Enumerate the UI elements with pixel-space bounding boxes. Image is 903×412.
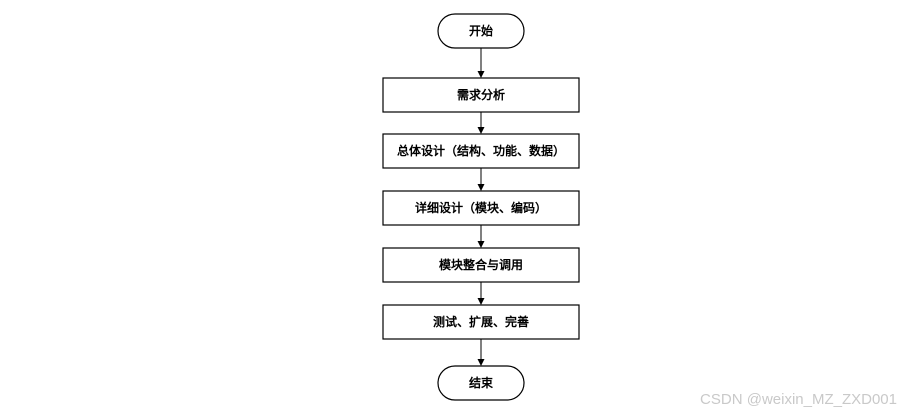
start-terminal: 开始: [437, 13, 525, 49]
node-label: 总体设计（结构、功能、数据）: [397, 143, 565, 158]
watermark: CSDN @weixin_MZ_ZXD001: [700, 391, 897, 408]
end-terminal: 结束: [437, 365, 525, 401]
node-label: 详细设计（模块、编码）: [415, 200, 547, 215]
terminal-shape: [437, 365, 525, 401]
node-label: 结束: [469, 375, 494, 390]
node-label: 测试、扩展、完善: [433, 314, 529, 329]
process-step-detailed-design: 详细设计（模块、编码）: [382, 190, 580, 226]
arrowhead: [477, 127, 485, 134]
process-step-integration: 模块整合与调用: [382, 247, 580, 283]
process-box: [382, 77, 580, 113]
node-label: 需求分析: [457, 87, 505, 102]
node-label: 模块整合与调用: [439, 257, 523, 272]
process-step-testing: 测试、扩展、完善: [382, 304, 580, 340]
process-box: [382, 133, 580, 169]
terminal-shape: [437, 13, 525, 49]
arrowhead: [477, 298, 485, 305]
process-box: [382, 190, 580, 226]
arrowhead: [477, 184, 485, 191]
process-box: [382, 247, 580, 283]
process-box: [382, 304, 580, 340]
arrowhead: [477, 71, 485, 78]
arrowhead: [477, 359, 485, 366]
process-step-overall-design: 总体设计（结构、功能、数据）: [382, 133, 580, 169]
arrowhead: [477, 241, 485, 248]
process-step-requirements: 需求分析: [382, 77, 580, 113]
node-label: 开始: [469, 23, 493, 38]
